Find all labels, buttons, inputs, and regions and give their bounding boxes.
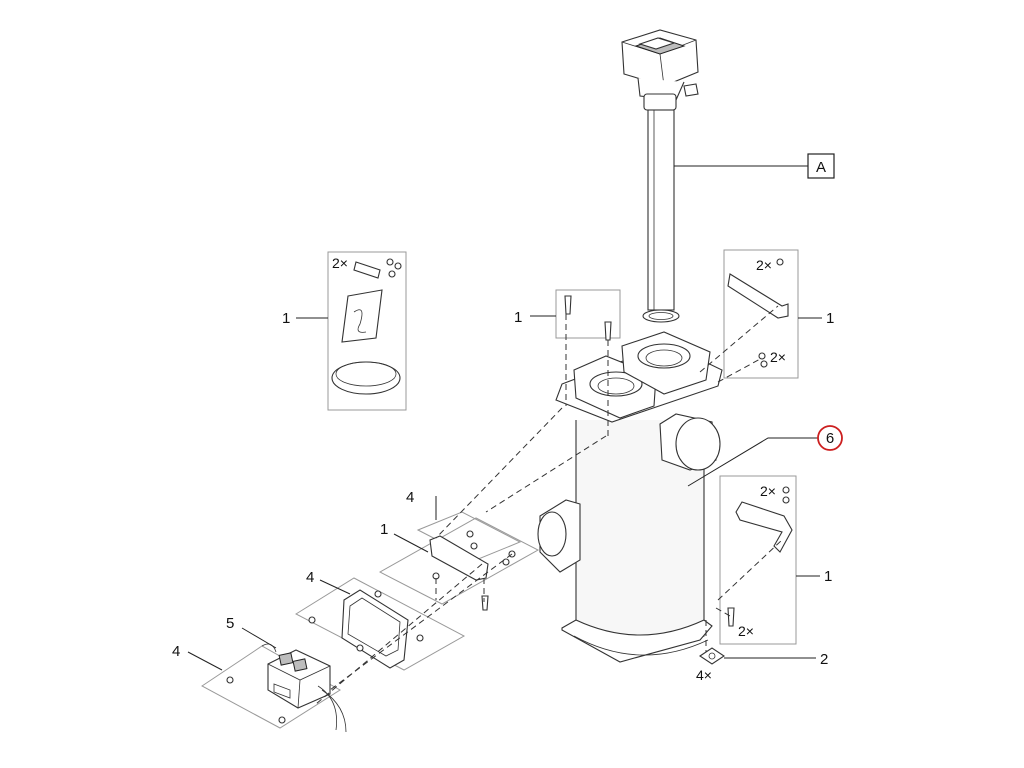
mounting-plate-group (294, 577, 466, 671)
right-top-upper-qty: 2× (756, 257, 772, 273)
callout-a-label: A (816, 159, 826, 176)
right-bottom-upper-qty: 2× (760, 483, 776, 499)
callout-1-lower-left: 1 (380, 521, 388, 538)
callout-4-left: 4 (172, 643, 180, 660)
right-bottom-bracket-group: 2× 2× (719, 475, 797, 645)
callout-6: 6 (817, 425, 843, 451)
right-top-lower-qty: 2× (770, 349, 786, 365)
callout-6-label: 6 (826, 430, 834, 447)
callout-1-kit-bag: 1 (282, 310, 290, 327)
callout-4-top: 4 (406, 489, 414, 506)
callout-1-right-bottom: 1 (824, 568, 832, 585)
callout-5: 5 (226, 615, 234, 632)
callout-1-top-screws: 1 (514, 309, 522, 326)
assembly-lines (315, 305, 783, 705)
callout-4-mid: 4 (306, 569, 314, 586)
kit-bag-qty: 2× (332, 255, 348, 271)
sensor-column (621, 29, 699, 323)
right-top-bracket-group: 2× 2× (723, 249, 799, 379)
callout-1-right-top: 1 (826, 310, 834, 327)
lower-bracket-group (378, 511, 540, 611)
callout-2: 2 (820, 651, 828, 668)
top-screws-group (555, 289, 621, 341)
feet-qty: 4× (696, 667, 712, 683)
right-bottom-lower-qty: 2× (738, 623, 754, 639)
control-box-group (201, 643, 347, 733)
mounting-foot (699, 647, 725, 665)
filter-housing (537, 331, 723, 663)
kit-bag-group: 2× (327, 251, 407, 411)
callout-a: A (807, 153, 835, 179)
